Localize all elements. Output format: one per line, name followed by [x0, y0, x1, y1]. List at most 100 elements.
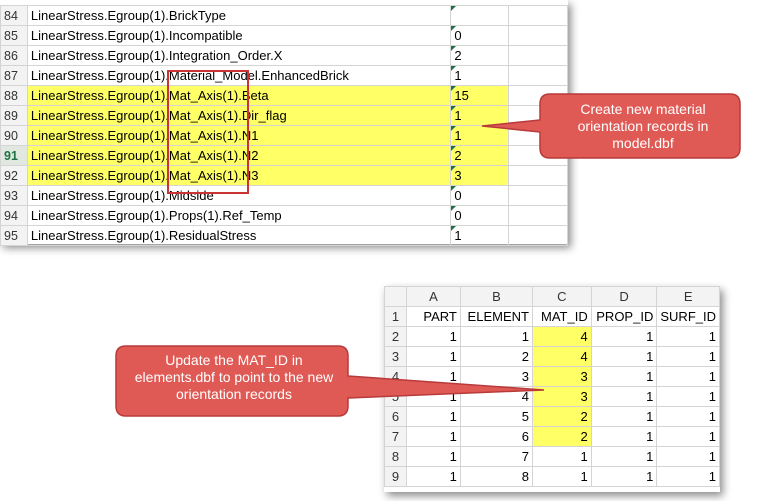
- data-cell[interactable]: 1: [406, 466, 461, 487]
- col-letter[interactable]: C: [531, 286, 592, 307]
- field-name-cell[interactable]: LinearStress.Egroup(1).Material_Model.En…: [26, 65, 452, 86]
- row-number[interactable]: 9: [383, 466, 408, 487]
- data-cell[interactable]: 8: [459, 466, 533, 487]
- row-number[interactable]: 1: [383, 306, 408, 327]
- column-letter-row: A B C D E: [383, 286, 720, 307]
- field-value-cell[interactable]: 2: [450, 45, 509, 66]
- row-number[interactable]: 94: [0, 205, 28, 226]
- field-name-cell[interactable]: LinearStress.Egroup(1).Mat_Axis(1).Beta: [26, 85, 452, 106]
- data-cell[interactable]: 1: [590, 426, 658, 447]
- data-cell[interactable]: 4: [531, 326, 592, 347]
- elements-dbf-sheet: A B C D E 1 PART ELEMENT MAT_ID PROP_ID …: [383, 286, 720, 492]
- field-name-cell[interactable]: LinearStress.Egroup(1).Mat_Axis(1).N1: [26, 125, 452, 146]
- field-name-cell[interactable]: LinearStress.Egroup(1).Mat_Axis(1).N2: [26, 145, 452, 166]
- col-letter[interactable]: E: [656, 286, 720, 307]
- row-number[interactable]: 93: [0, 185, 28, 206]
- field-name-cell[interactable]: LinearStress.Egroup(1).ResidualStress: [26, 225, 452, 246]
- data-cell[interactable]: 1: [406, 446, 461, 467]
- field-value-cell[interactable]: 1: [450, 125, 509, 146]
- field-name-cell[interactable]: LinearStress.Egroup(1).Integration_Order…: [26, 45, 452, 66]
- field-value-cell[interactable]: 0: [450, 185, 509, 206]
- data-cell[interactable]: 1: [656, 466, 720, 487]
- field-name-cell[interactable]: LinearStress.Egroup(1).BrickType: [26, 5, 452, 26]
- row-number[interactable]: 6: [383, 406, 408, 427]
- data-cell[interactable]: 6: [459, 426, 533, 447]
- header-row: 1 PART ELEMENT MAT_ID PROP_ID SURF_ID: [383, 306, 720, 327]
- row-number[interactable]: 85: [0, 25, 28, 46]
- field-value-cell[interactable]: 15: [450, 85, 509, 106]
- data-cell[interactable]: 1: [406, 426, 461, 447]
- field-value-cell[interactable]: [450, 5, 509, 26]
- data-cell[interactable]: 1: [531, 466, 592, 487]
- select-all-corner[interactable]: [383, 286, 408, 307]
- row-number[interactable]: 90: [0, 125, 28, 146]
- header-cell-mat-id[interactable]: MAT_ID: [531, 306, 592, 327]
- empty-cell[interactable]: [507, 205, 569, 226]
- data-cell[interactable]: 1: [531, 446, 592, 467]
- field-value-cell[interactable]: 3: [450, 165, 509, 186]
- empty-cell[interactable]: [507, 45, 569, 66]
- header-cell-prop-id[interactable]: PROP_ID: [590, 306, 658, 327]
- row-number[interactable]: 3: [383, 346, 408, 367]
- data-cell[interactable]: 7: [459, 446, 533, 467]
- mat-axis-highlight-box: [167, 70, 249, 194]
- field-name-cell[interactable]: LinearStress.Egroup(1).Incompatible: [26, 25, 452, 46]
- col-letter[interactable]: B: [459, 286, 533, 307]
- header-cell-element[interactable]: ELEMENT: [459, 306, 533, 327]
- empty-cell[interactable]: [507, 165, 569, 186]
- data-cell[interactable]: 1: [656, 346, 720, 367]
- col-letter[interactable]: D: [590, 286, 658, 307]
- data-cell[interactable]: 1: [656, 386, 720, 407]
- data-cell[interactable]: 1: [590, 446, 658, 467]
- empty-cell[interactable]: [507, 185, 569, 206]
- empty-cell[interactable]: [507, 225, 569, 246]
- field-value-cell[interactable]: 1: [450, 65, 509, 86]
- row-number[interactable]: 84: [0, 5, 28, 26]
- row-number[interactable]: 8: [383, 446, 408, 467]
- data-cell[interactable]: 1: [656, 366, 720, 387]
- empty-cell[interactable]: [507, 65, 569, 86]
- callout-bottom-text: Update the MAT_ID in elements.dbf to poi…: [134, 352, 334, 402]
- data-cell[interactable]: 1: [590, 406, 658, 427]
- data-cell[interactable]: 1: [656, 446, 720, 467]
- row-number[interactable]: 2: [383, 326, 408, 347]
- data-cell[interactable]: 1: [656, 326, 720, 347]
- field-value-cell[interactable]: 0: [450, 205, 509, 226]
- data-cell[interactable]: 1: [590, 346, 658, 367]
- field-value-cell[interactable]: 2: [450, 145, 509, 166]
- data-cell[interactable]: 1: [590, 466, 658, 487]
- row-number[interactable]: 95: [0, 225, 28, 246]
- row-number[interactable]: 89: [0, 105, 28, 126]
- field-value-cell[interactable]: 1: [450, 225, 509, 246]
- row-number[interactable]: 91: [0, 145, 28, 166]
- data-cell[interactable]: 1: [656, 406, 720, 427]
- data-cell[interactable]: 1: [590, 366, 658, 387]
- row-number[interactable]: 87: [0, 65, 28, 86]
- data-cell[interactable]: 1: [590, 326, 658, 347]
- field-name-cell[interactable]: LinearStress.Egroup(1).Props(1).Ref_Temp: [26, 205, 452, 226]
- col-letter[interactable]: A: [406, 286, 461, 307]
- row-number[interactable]: 92: [0, 165, 28, 186]
- row-number[interactable]: 88: [0, 85, 28, 106]
- empty-cell[interactable]: [507, 25, 569, 46]
- field-name-cell[interactable]: LinearStress.Egroup(1).Mat_Axis(1).N3: [26, 165, 452, 186]
- field-value-cell[interactable]: 0: [450, 25, 509, 46]
- row-number[interactable]: 86: [0, 45, 28, 66]
- data-cell[interactable]: 1: [656, 426, 720, 447]
- header-cell-part[interactable]: PART: [406, 306, 461, 327]
- data-cell[interactable]: 4: [531, 346, 592, 367]
- data-cell[interactable]: 1: [590, 386, 658, 407]
- empty-cell[interactable]: [507, 5, 569, 26]
- header-cell-surf-id[interactable]: SURF_ID: [656, 306, 720, 327]
- data-cell[interactable]: 2: [531, 406, 592, 427]
- row-number[interactable]: 7: [383, 426, 408, 447]
- data-cell[interactable]: 2: [531, 426, 592, 447]
